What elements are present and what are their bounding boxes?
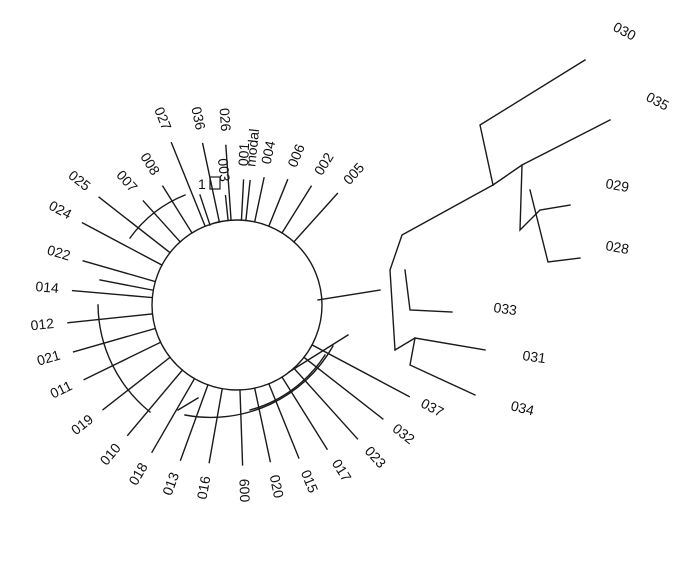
- leaf-027-branch: [170, 141, 207, 228]
- leaf-011-label: 011: [47, 377, 74, 401]
- leaf-028-label: 028: [604, 237, 630, 257]
- leaf-002-label: 002: [311, 149, 337, 177]
- right-leaves: 030 035 029 028 033 031 034: [493, 19, 672, 419]
- stem-right-outer: [288, 334, 349, 373]
- leaf-023-branch: [292, 367, 359, 440]
- leaf-023-label: 023: [362, 443, 390, 471]
- leaf-026-branch: [225, 144, 232, 221]
- scale-box: [209, 176, 221, 190]
- clade-arc-bottom: [184, 345, 334, 419]
- right-clade-upper: [479, 59, 586, 186]
- clade-arc-bottom-inner: [249, 354, 326, 411]
- leaf-016-label: 016: [194, 475, 214, 501]
- leaf-022-label: 022: [45, 242, 72, 264]
- leaf-002-branch: [281, 185, 313, 234]
- leaf-015-branch: [267, 382, 300, 459]
- right-clade-spine: [389, 184, 494, 351]
- scale-label: 1: [198, 176, 206, 192]
- leaf-003-branch: [224, 194, 229, 222]
- right-clade-low: [529, 189, 581, 263]
- leaf-025-label: 025: [66, 167, 94, 194]
- stem-left: [99, 279, 153, 291]
- leaf-037-branch: [311, 343, 411, 398]
- leaf-001-branch: [240, 179, 245, 221]
- stem-right-clade: [317, 289, 381, 301]
- leaf-033-label: 033: [493, 299, 519, 318]
- leaf-007-label: 007: [113, 167, 141, 195]
- right-clade-031: [394, 337, 486, 351]
- leaf-010-branch: [126, 369, 184, 437]
- leaf-009-branch: [239, 389, 244, 466]
- right-clade-mid: [492, 119, 611, 186]
- stem-bottom: [177, 397, 199, 411]
- leaf-013-label: 013: [159, 470, 182, 498]
- leaf-018-branch: [151, 377, 196, 454]
- leaf-004-label: 004: [258, 139, 279, 165]
- leaf-005-label: 005: [340, 159, 368, 187]
- clade-arc-left: [97, 304, 151, 413]
- leaf-036-branch: [201, 142, 221, 223]
- leaf-020-label: 020: [267, 473, 288, 499]
- leaf-018-label: 018: [125, 460, 151, 488]
- leaf-021-label: 021: [35, 347, 62, 369]
- leaf-015-label: 015: [298, 467, 322, 495]
- leaf-024-branch: [81, 221, 163, 267]
- leaf-012-label: 012: [30, 315, 55, 333]
- leaf-007-branch: [142, 199, 182, 243]
- leaf-017-label: 017: [329, 456, 355, 484]
- leaf-032-branch: [302, 356, 384, 420]
- leaf-014-label: 014: [35, 278, 60, 296]
- leaf-019-label: 019: [68, 411, 96, 438]
- leaf-017-branch: [281, 376, 329, 451]
- stem-upper: [199, 194, 211, 226]
- leaf-013-branch: [179, 383, 209, 461]
- leaf-024-label: 024: [46, 197, 74, 222]
- leaf-036-label: 036: [188, 105, 209, 131]
- leaf-009-label: 600: [236, 479, 253, 503]
- leaf-016-branch: [208, 387, 224, 464]
- leaf-020-branch: [253, 387, 272, 463]
- leaf-005-branch: [292, 192, 339, 243]
- leaf-modal-label: modal: [242, 128, 262, 168]
- leaf-027-label: 027: [151, 105, 175, 133]
- leaf-019-branch: [102, 356, 172, 411]
- leaf-modal-branch: [245, 179, 251, 222]
- leaf-006-branch: [267, 178, 289, 228]
- leaf-003-label: 003: [215, 157, 233, 182]
- leaf-021-branch: [72, 327, 157, 353]
- right-clade-034: [409, 337, 476, 396]
- leaf-012-branch: [67, 313, 154, 324]
- leaf-022-branch: [82, 260, 157, 283]
- leaf-034-label: 034: [509, 397, 536, 418]
- leaf-037-label: 037: [418, 395, 446, 420]
- leaf-026-label: 026: [217, 107, 235, 132]
- leaf-029-label: 029: [604, 175, 630, 195]
- leaf-006-label: 006: [284, 142, 308, 170]
- leaf-031-label: 031: [522, 347, 548, 366]
- leaf-008-label: 008: [137, 150, 163, 178]
- leaf-014-branch: [71, 289, 154, 299]
- leaf-008-branch: [161, 185, 193, 234]
- leaf-011-branch: [83, 341, 162, 381]
- leaf-032-label: 032: [390, 420, 418, 447]
- leaf-035-label: 035: [644, 89, 672, 114]
- leaf-004-branch: [253, 177, 265, 223]
- leaf-030-label: 030: [611, 19, 639, 44]
- right-clade-033: [404, 269, 453, 313]
- leaf-001-label: 001: [235, 142, 252, 166]
- tree-ring: [151, 219, 323, 391]
- right-clade-sub: [519, 164, 571, 232]
- leaf-010-label: 010: [97, 440, 124, 468]
- leaf-025-branch: [98, 196, 172, 254]
